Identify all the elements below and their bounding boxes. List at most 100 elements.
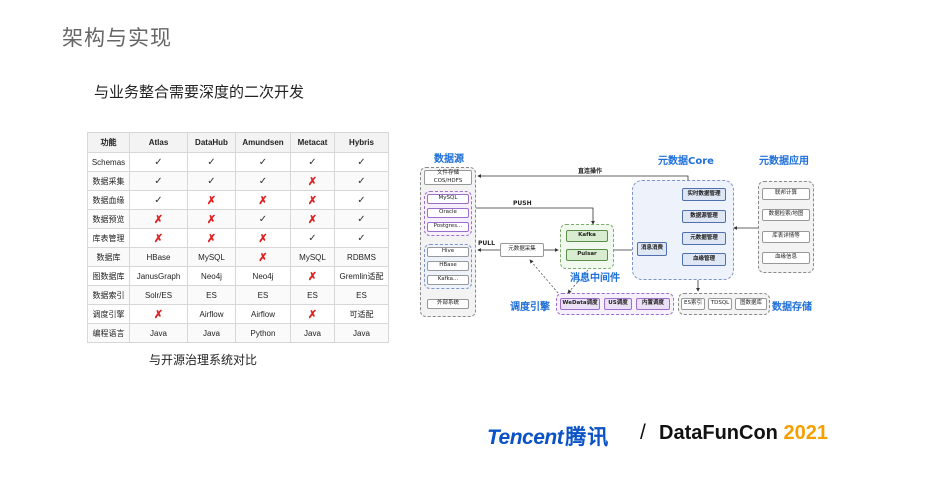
table-header-cell: Metacat [290,132,335,153]
sources-group [420,167,476,317]
value-cell: Python [235,323,291,343]
tencent-logo: Tencent腾讯 [487,421,609,451]
mq-kafka-node: Kafka [566,230,608,242]
value-cell: HBase [129,247,188,267]
value-cell: ✓ [235,209,291,229]
diagram-arrows [476,174,758,294]
mysql-node: MySQL [427,194,469,204]
storage-node-es: ES索引 [681,298,705,310]
value-cell: ✓ [334,190,389,210]
value-cell: Airflow [187,304,236,324]
value-cell: ✓ [129,190,188,210]
tencent-logo-cn: 腾讯 [565,426,610,449]
table-caption: 与开源治理系统对比 [149,353,258,367]
table-row: 数据预览✗✗✓✗✓ [87,209,389,229]
slide-title: 架构与实现 [62,26,172,50]
value-cell: Java [187,323,236,343]
section-core: 元数据Core [658,156,714,167]
value-cell: ✗ [290,171,335,191]
scheduler-node-us: US调度 [604,298,632,310]
core-node-datasource: 数据源管理 [682,210,726,223]
table-header-cell: Hybris [334,132,389,153]
feature-cell: 编程语言 [87,323,130,343]
edge-label-push: PUSH [513,200,532,207]
value-cell: ✗ [290,209,335,229]
architecture-diagram: 数据源 元数据Core 元数据应用 消息中间件 调度引擎 数据存储 文件存储 C… [418,148,818,320]
feature-cell: 调度引擎 [87,304,130,324]
value-cell: MySQL [187,247,236,267]
feature-cell: 数据索引 [87,285,130,305]
value-cell: ES [334,285,389,305]
table-header-cell: DataHub [187,132,236,153]
value-cell: ✓ [187,171,236,191]
value-cell: Solr/ES [129,285,188,305]
value-cell: ES [290,285,335,305]
storage-node-tdsql: TDSQL [708,298,732,310]
section-apps: 元数据应用 [759,156,809,167]
value-cell: ✓ [235,171,291,191]
value-cell: ES [187,285,236,305]
feature-cell: 数据采集 [87,171,130,191]
tencent-logo-en: Tencent [487,426,564,449]
value-cell: RDBMS [334,247,389,267]
value-cell: ✓ [334,171,389,191]
value-cell: ✗ [187,209,236,229]
value-cell: ✓ [290,152,335,172]
feature-cell: 数据预览 [87,209,130,229]
section-storage: 数据存储 [772,302,812,313]
oracle-node: Oracle [427,208,469,218]
feature-cell: 库表管理 [87,228,130,248]
feature-cell: 数据血缘 [87,190,130,210]
collector-node: 元数据采集 [500,243,544,257]
value-cell: ✗ [235,228,291,248]
value-cell: ✗ [290,190,335,210]
app-node-search: 数据检索/地图 [762,209,810,221]
hive-node: Hive [427,247,469,257]
value-cell: Java [290,323,335,343]
value-cell: 可适配 [334,304,389,324]
datafuncon-logo: DataFunCon 2021 [659,422,828,445]
table-header-cell: Amundsen [235,132,291,153]
consumer-node: 消息消费 [637,242,667,256]
logo-separator: / [640,421,646,444]
value-cell: ✗ [129,228,188,248]
value-cell: ✓ [187,152,236,172]
feature-cell: 数据库 [87,247,130,267]
core-node-metadata: 元数据管理 [682,232,726,245]
value-cell: ✗ [290,304,335,324]
table-header-cell: 功能 [87,132,130,153]
core-node-lineage: 血缘管理 [682,253,726,266]
value-cell: Java [129,323,188,343]
value-cell: ✗ [235,190,291,210]
value-cell: ES [235,285,291,305]
value-cell: Gremlin适配 [334,266,389,286]
value-cell: ✗ [187,228,236,248]
app-node-federated: 联邦计算 [762,188,810,200]
scheduler-node-wedata: WeData调度 [560,298,600,310]
value-cell: ✓ [235,152,291,172]
value-cell: Neo4j [187,266,236,286]
edge-label-pull: PULL [478,240,495,247]
table-header-cell: Atlas [129,132,188,153]
feature-cell: Schemas [87,152,130,172]
storage-node-graphdb: 图数据库 [735,298,767,310]
value-cell: ✓ [334,152,389,172]
app-node-details: 库表详情等 [762,231,810,243]
hbase-node: HBase [427,261,469,271]
table-row: Schemas✓✓✓✓✓ [87,152,389,172]
value-cell: ✗ [129,209,188,229]
value-cell: ✓ [334,228,389,248]
table-row: 数据血缘✓✗✗✗✓ [87,190,389,210]
scheduler-node-builtin: 内置调度 [636,298,670,310]
table-row: 库表管理✗✗✗✓✓ [87,228,389,248]
kafka-source-node: Kafka... [427,275,469,285]
value-cell: ✓ [129,171,188,191]
datafuncon-logo-text: DataFunCon [659,422,778,444]
